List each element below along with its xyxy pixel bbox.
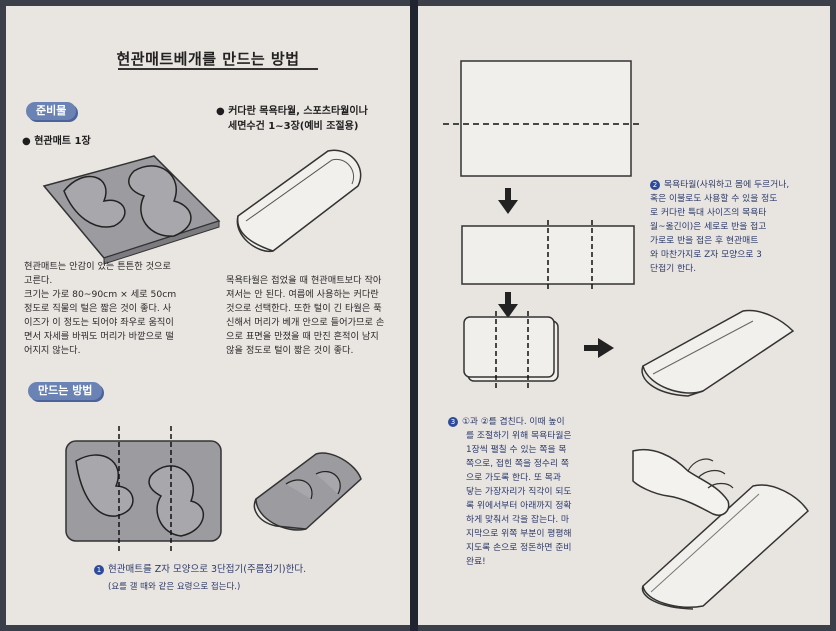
towel-illustration	[236, 149, 362, 252]
prep-tag: 준비물	[26, 102, 77, 120]
step2-line: 혹은 이불로도 사용할 수 있을 정도	[650, 194, 778, 204]
towel-quarter-diagram	[463, 311, 559, 391]
step1-note: (요를 갤 때와 같은 요령으로 접는다.)	[108, 582, 241, 592]
mat-desc-line: 정도로 직물의 털은 짧은 것이 좋다. 사	[24, 303, 172, 314]
hand-smoothing-illustration	[632, 449, 809, 610]
step3-number: 3	[448, 416, 458, 427]
mat-desc-line: 고른다.	[24, 275, 53, 286]
towel-desc-line: 으로 표면을 만졌을 때 만진 흔적이 남지	[226, 331, 379, 342]
arrow-down-icon	[498, 188, 518, 214]
book-gutter	[410, 0, 418, 631]
step3-line: 를 조절하기 위해 목욕타월은	[466, 431, 572, 441]
step2-line: 단접기 한다.	[650, 264, 697, 274]
towel-desc-line: 목욕타월은 접었을 때 현관매트보다 작아	[226, 275, 382, 286]
mat-desc-line: 어지지 않는다.	[24, 345, 81, 356]
towel-desc-line: 않을 정도로 털이 짧은 것이 좋다.	[226, 345, 354, 356]
step2-number: 2	[650, 179, 660, 190]
left-page: 현관매트베개를 만드는 방법 준비물 ● 현관매트 1장 ● 커다란 목욕타월,…	[6, 6, 410, 625]
step2-line: 가로로 반을 접은 후 현관매트	[650, 236, 759, 246]
step2-line: 월~옮긴이)은 세로로 반을 접고	[650, 222, 767, 232]
mat-fold-diagram	[65, 426, 222, 551]
step3-line: 1장씩 펼칠 수 있는 쪽을 목	[466, 445, 567, 455]
item-towel-line1: ● 커다란 목욕타월, 스포츠타월이나	[216, 106, 368, 117]
step3-instruction: 3 ①과 ②를 겹친다. 이때 높이 를 조절하기 위해 목욕타월은 1장씩 펼칠…	[448, 415, 628, 569]
step1-text: 현관매트를 Z자 모양으로 3단접기(주름접기)한다.	[108, 564, 307, 575]
mat-desc-line: 이즈가 이 정도는 되어야 좌우로 움직이	[24, 317, 174, 328]
towel-halffold-diagram	[461, 220, 635, 290]
towel-desc-line: 것으로 선택한다. 또한 털이 긴 타월은 푹	[226, 303, 382, 314]
step3-line: 으로 가도록 한다. 또 목과	[466, 473, 561, 483]
step2-line: 와 마찬가지로 Z자 모양으로 3	[650, 250, 762, 260]
step3-line: 지막으로 위쪽 부분이 평평해	[466, 529, 572, 539]
step3-line: 하게 맞춰서 각을 잡는다. 마	[466, 515, 570, 525]
mat-illustration	[42, 155, 221, 265]
mat-desc-line: 크기는 가로 80~90cm × 세로 50cm	[24, 289, 177, 300]
step2-line: 로 커다란 특대 사이즈의 목욕타	[650, 208, 767, 218]
mat-description: 현관매트는 안감이 있는 튼튼한 것으로 고른다. 크기는 가로 80~90cm…	[24, 260, 214, 358]
towel-desc-line: 져서는 안 된다. 여름에 사용하는 커다란	[226, 289, 379, 300]
step3-line: 완료!	[466, 557, 486, 567]
folded-mat-illustration	[253, 452, 362, 531]
towel-folded-illustration	[641, 309, 795, 397]
step3-line: ①과 ②를 겹친다. 이때 높이	[462, 417, 565, 427]
towel-unfolded-diagram	[443, 60, 643, 177]
step2-line: 목욕타월(사워하고 몸에 두르거나,	[664, 180, 790, 190]
step3-line: 쪽으로, 접힌 쪽을 정수리 쪽	[466, 459, 570, 469]
towel-desc-line: 신해서 머리가 베개 안으로 들어가므로 손	[226, 317, 385, 328]
title-underline	[118, 68, 318, 70]
arrow-down-icon	[498, 292, 518, 318]
mat-desc-line: 현관매트는 안감이 있는 튼튼한 것으로	[24, 261, 171, 272]
arrow-right-icon	[584, 338, 614, 358]
method-tag: 만드는 방법	[28, 382, 103, 400]
step3-line: 지도록 손으로 정돈하면 준비	[466, 543, 572, 553]
step3-line: 록 위에서부터 아래까지 정확	[466, 501, 572, 511]
page-title: 현관매트베개를 만드는 방법	[116, 50, 300, 68]
mat-desc-line: 면서 자세를 바꿔도 머리가 바깥으로 떨	[24, 331, 174, 342]
item-mat: ● 현관매트 1장	[22, 136, 91, 147]
towel-description: 목욕타월은 접었을 때 현관매트보다 작아 져서는 안 된다. 여름에 사용하는…	[226, 274, 406, 358]
item-towel-line2: 세면수건 1~3장(예비 조절용)	[228, 121, 359, 132]
step1-number: 1	[94, 564, 104, 575]
step1-instruction: 1 현관매트를 Z자 모양으로 3단접기(주름접기)한다.	[94, 563, 306, 577]
step3-line: 닿는 가장자리가 직각이 되도	[466, 487, 572, 497]
